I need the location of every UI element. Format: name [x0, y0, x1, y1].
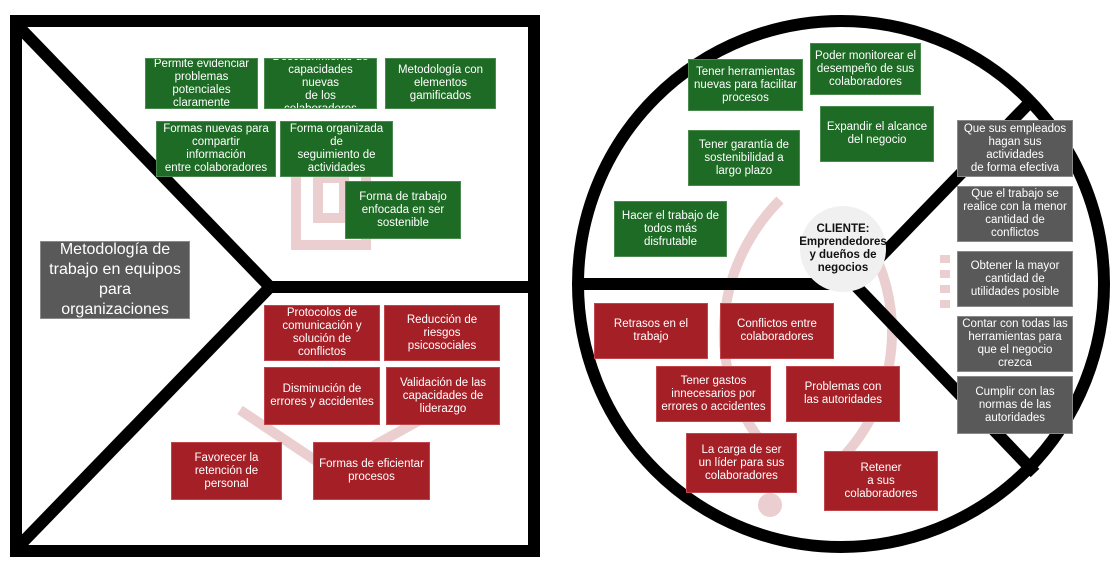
- customer-gain-card: Poder monitorear el desempeño de sus col…: [810, 43, 921, 95]
- value-map-divider-upper: [15, 23, 275, 292]
- customer-pain-card: Retener a sus colaboradores: [824, 451, 938, 511]
- gain-creator-card: Metodología con elementos gamificados: [385, 58, 496, 109]
- customer-job-card: Contar con todas las herramientas para q…: [957, 316, 1073, 372]
- customer-job-card: Que el trabajo se realice con la menor c…: [957, 186, 1073, 242]
- customer-gain-card: Hacer el trabajo de todos más disfrutabl…: [614, 201, 727, 257]
- customer-pain-card: Problemas con las autoridades: [786, 366, 900, 422]
- gain-creator-card: Permite evidenciar problemas potenciales…: [145, 58, 258, 109]
- client-circle: CLIENTE: Emprendedores y dueños de negoc…: [799, 206, 887, 292]
- value-map-title: Metodología de trabajo en equipos para o…: [40, 241, 190, 319]
- customer-gain-card: Tener garantía de sostenibilidad a largo…: [688, 130, 800, 186]
- gain-creator-card: Formas nuevas para compartir información…: [156, 121, 276, 177]
- customer-job-card: Que sus empleados hagan sus actividades …: [957, 120, 1073, 177]
- customer-job-card: Obtener la mayor cantidad de utilidades …: [957, 251, 1073, 307]
- pain-reliever-card: Validación de las capacidades de lideraz…: [386, 367, 500, 425]
- gain-creator-card: Forma de trabajo enfocada en ser sosteni…: [345, 181, 461, 239]
- pain-reliever-card: Formas de eficientar procesos: [313, 442, 430, 500]
- customer-gain-card: Tener herramientas nuevas para facilitar…: [688, 59, 803, 111]
- gain-creator-card: Descubrimiento de capacidades nuevas de …: [264, 58, 377, 109]
- customer-pain-card: Tener gastos innecesarios por errores o …: [656, 366, 771, 422]
- customer-job-card: Cumplir con las normas de las autoridade…: [957, 376, 1073, 434]
- customer-pain-card: Retrasos en el trabajo: [594, 303, 708, 359]
- gain-creator-card: Forma organizada de seguimiento de activ…: [280, 121, 393, 177]
- pain-reliever-card: Reducción de riesgos psicosociales: [384, 305, 500, 361]
- value-map-frame: [10, 15, 540, 557]
- customer-pain-card: Conflictos entre colaboradores: [720, 303, 834, 359]
- pain-reliever-card: Protocolos de comunicación y solución de…: [264, 305, 380, 361]
- pain-reliever-card: Disminución de errores y accidentes: [264, 367, 380, 425]
- pain-reliever-card: Favorecer la retención de personal: [171, 442, 282, 500]
- customer-gain-card: Expandir el alcance del negocio: [820, 106, 934, 162]
- profile-divider-lower: [849, 279, 1040, 478]
- customer-pain-card: La carga de ser un líder para sus colabo…: [686, 433, 797, 493]
- value-map-divider-lower: [15, 282, 275, 550]
